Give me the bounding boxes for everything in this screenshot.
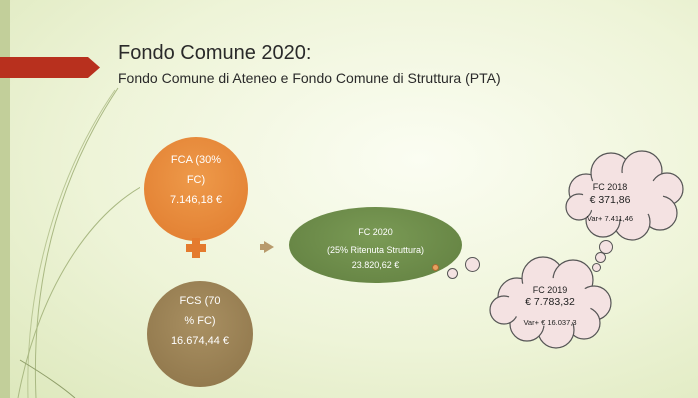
fc2020-value: 23.820,62 €: [351, 260, 400, 270]
left-accent-bar: [0, 0, 10, 398]
fca-circle: FCA (30% FC) 7.146,18 €: [144, 137, 248, 241]
fcs-value: 16.674,44 €: [170, 335, 230, 347]
thought-bubble-tiny: [592, 263, 601, 272]
plus-icon: [186, 238, 206, 258]
arrow-right-icon-tail: [260, 244, 266, 250]
arrow-right-icon: [264, 241, 274, 253]
fca-value: 7.146,18 €: [170, 194, 222, 206]
thought-bubble-small: [447, 268, 458, 279]
fca-line1: FCA (30%: [170, 154, 222, 166]
fc2020-line2: (25% Ritenuta Struttura): [326, 245, 425, 255]
slide-title: Fondo Comune 2020:: [118, 42, 312, 64]
fca-line2: FC): [186, 174, 206, 186]
fc2018-label: FC 2018: [592, 182, 628, 192]
fc2018-value: € 371,86: [589, 194, 631, 206]
fc2018-variation: Var+ 7.411,46: [586, 214, 634, 223]
fc2019-variation: Var+ € 16.037,3: [523, 318, 577, 327]
thought-bubble-medium-2: [599, 240, 613, 254]
slide-subtitle: Fondo Comune di Ateneo e Fondo Comune di…: [118, 70, 501, 86]
fcs-circle: FCS (70 % FC) 16.674,44 €: [147, 281, 253, 387]
decorative-curves: [17, 87, 140, 398]
fc2020-line1: FC 2020: [358, 227, 393, 237]
fcs-line1: FCS (70: [179, 295, 221, 307]
thought-origin-dot: [432, 264, 439, 271]
fcs-line2: % FC): [184, 315, 216, 327]
fc2019-value: € 7.783,32: [525, 296, 575, 308]
thought-bubble-small-2: [595, 252, 606, 263]
thought-bubble-medium: [465, 257, 480, 272]
fc2019-label: FC 2019: [532, 285, 568, 295]
title-tab: [0, 57, 100, 78]
